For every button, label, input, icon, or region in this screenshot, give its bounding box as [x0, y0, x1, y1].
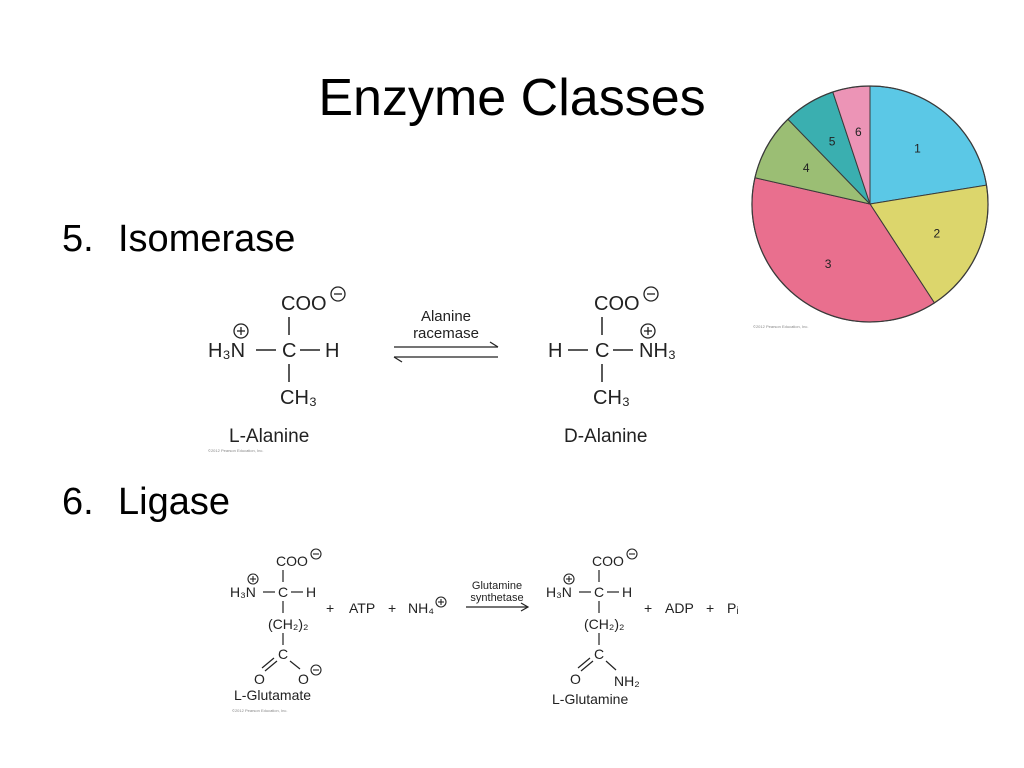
pie-copyright: ©2012 Pearson Education, Inc.	[753, 324, 808, 329]
pie-outline	[751, 85, 989, 323]
section-label: Ligase	[118, 481, 230, 523]
atp-label: ATP	[349, 600, 375, 616]
pie-slice-1	[869, 85, 988, 205]
phosphate-label: Pᵢ	[727, 600, 739, 616]
d-alanine-structure: COO H C NH₃ CH₃ D-Alanine	[548, 286, 676, 447]
hydrogen-label: H	[622, 584, 632, 600]
plus-charge-icon	[247, 573, 259, 585]
alpha-carbon-label: C	[278, 584, 288, 600]
pie-slices	[751, 85, 989, 323]
reactant-name: L-Glutamate	[234, 687, 311, 703]
amino-group-label: H₃N	[208, 340, 245, 362]
plus-sign: +	[326, 600, 334, 616]
alpha-carbon-label: C	[595, 340, 609, 362]
l-glutamine-structure: COO H₃N C H (CH₂)₂ C O NH₂ L-Glutamine	[546, 548, 640, 707]
enzyme-name-line1: Alanine	[421, 308, 471, 325]
minus-charge-icon	[330, 286, 346, 302]
section-label: Isomerase	[118, 218, 296, 260]
plus-charge-icon	[563, 573, 575, 585]
equilibrium-arrows: Alanine racemase	[393, 308, 499, 363]
l-alanine-structure: COO H₃N C H CH₃ L-Alanine ©2012 Pearson …	[208, 286, 346, 453]
plus-charge-icon	[640, 323, 656, 339]
minus-charge-icon	[626, 548, 638, 560]
minus-charge-icon	[643, 286, 659, 302]
carboxylate-label: COO	[594, 293, 640, 315]
carboxylate-label: COO	[276, 553, 308, 569]
pie-label-6: 6	[855, 125, 862, 139]
hydrogen-label: H	[325, 340, 339, 362]
methylene-chain-label: (CH₂)₂	[268, 616, 308, 632]
oxygen-label: O	[254, 671, 265, 687]
plus-sign: +	[706, 600, 714, 616]
section-heading-isomerase: 5. Isomerase	[62, 217, 295, 261]
pie-label-3: 3	[825, 257, 832, 271]
slide-title: Enzyme Classes	[318, 69, 706, 127]
oxygen-label: O	[298, 671, 309, 687]
hydrogen-label: H	[548, 340, 562, 362]
copyright-text: ©2012 Pearson Education, Inc.	[232, 708, 287, 713]
plus-sign: +	[644, 600, 652, 616]
alpha-carbon-label: C	[594, 584, 604, 600]
pie-label-4: 4	[803, 161, 810, 175]
enzyme-name-line2: synthetase	[470, 592, 523, 604]
copyright-text: ©2012 Pearson Education, Inc.	[208, 448, 263, 453]
product-name: L-Glutamine	[552, 691, 628, 707]
pie-label-1: 1	[914, 141, 921, 155]
section-number: 5.	[62, 218, 94, 260]
pie-label-2: 2	[934, 227, 941, 241]
pie-label-5: 5	[829, 134, 836, 148]
ammonium-label: NH₄	[408, 600, 434, 616]
alpha-carbon-label: C	[282, 340, 296, 362]
oxygen-label: O	[570, 671, 581, 687]
minus-charge-icon	[310, 548, 322, 560]
carboxylate-label: COO	[281, 293, 327, 315]
methylene-chain-label: (CH₂)₂	[584, 616, 624, 632]
amino-group-label: H₃N	[546, 584, 572, 600]
section-heading-ligase: 6. Ligase	[62, 480, 230, 524]
plus-charge-icon	[435, 596, 447, 608]
enzyme-class-pie-chart: 1 2 3 4 5 6 ©2012 Pearson Education, Inc.	[751, 85, 989, 329]
methyl-group-label: CH₃	[593, 387, 630, 409]
pie-labels: 1 2 3 4 5 6	[803, 125, 941, 271]
amide-group-label: NH₂	[614, 673, 640, 689]
minus-charge-icon	[310, 664, 322, 676]
reaction-arrow: Glutamine synthetase	[466, 580, 530, 612]
reactant-name: L-Alanine	[229, 426, 309, 447]
adp-label: ADP	[665, 600, 694, 616]
product-name: D-Alanine	[564, 426, 647, 447]
isomerase-reaction: COO H₃N C H CH₃ L-Alanine ©2012 Pearson …	[208, 286, 676, 453]
hydrogen-label: H	[306, 584, 316, 600]
carboxyl-carbon-label: C	[278, 646, 288, 662]
carboxylate-label: COO	[592, 553, 624, 569]
enzyme-name-line1: Glutamine	[472, 580, 522, 592]
amino-group-label: H₃N	[230, 584, 256, 600]
enzyme-name-line2: racemase	[413, 325, 479, 342]
methyl-group-label: CH₃	[280, 387, 317, 409]
plus-charge-icon	[233, 323, 249, 339]
amino-group-label: NH₃	[639, 340, 676, 362]
ligase-reaction: COO H₃N C H (CH₂)₂ C O O L-Glutamate ©20…	[230, 548, 739, 713]
l-glutamate-structure: COO H₃N C H (CH₂)₂ C O O L-Glutamate ©20…	[230, 548, 322, 713]
plus-sign: +	[388, 600, 396, 616]
section-number: 6.	[62, 481, 94, 523]
amide-carbon-label: C	[594, 646, 604, 662]
